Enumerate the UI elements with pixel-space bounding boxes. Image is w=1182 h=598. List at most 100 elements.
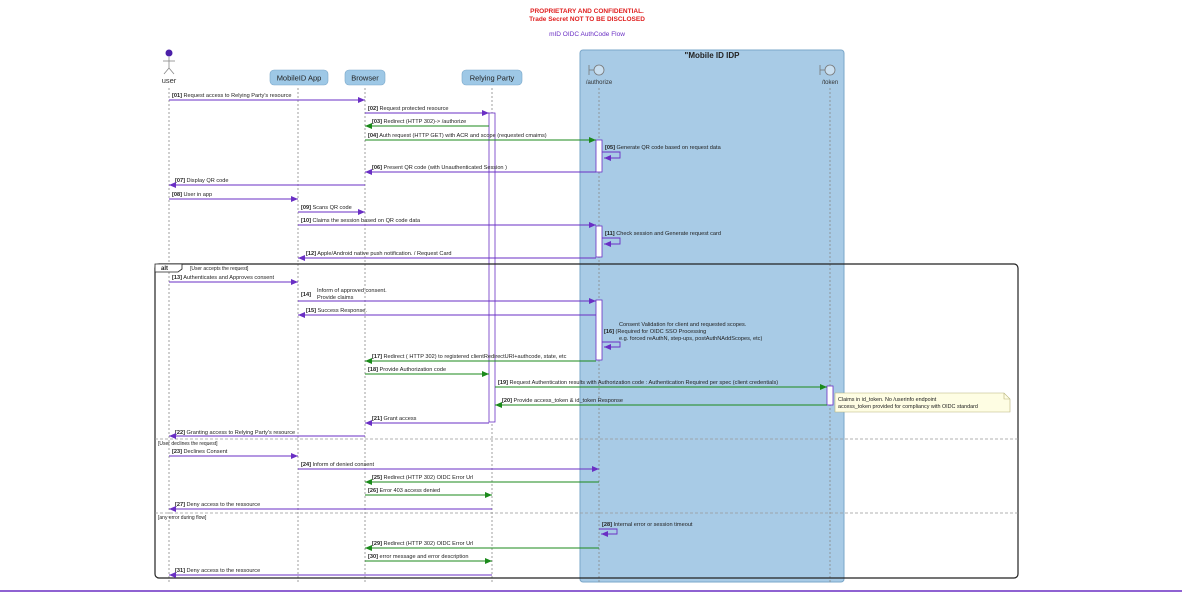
svg-text:[27] Deny access to the ressou: [27] Deny access to the ressource [175, 502, 260, 508]
alt-guard-accept: [User accepts the request] [190, 266, 249, 272]
message-16: Consent Validation for client and reques… [602, 322, 762, 350]
svg-text:Consent Validation for client: Consent Validation for client and reques… [619, 322, 747, 328]
svg-text:[07] Display QR code: [07] Display QR code [175, 178, 229, 184]
svg-text:[22] Granting access to Relyin: [22] Granting access to Relying Party's … [175, 430, 295, 436]
message-02: [02] Request protected resource [365, 106, 489, 116]
message-15: [15] Success Response. [298, 308, 596, 318]
svg-text:e.g. forced reAuthN, step-ups,: e.g. forced reAuthN, step-ups, postAuthN… [619, 336, 762, 342]
svg-text:[04] Auth request (HTTP GET) w: [04] Auth request (HTTP GET) with ACR an… [368, 133, 547, 139]
svg-text:[29] Redirect (HTTP 302) OIDC: [29] Redirect (HTTP 302) OIDC Error Url [372, 541, 473, 547]
svg-text:[03] Redirect (HTTP 302)-> /au: [03] Redirect (HTTP 302)-> /authorize [372, 119, 466, 125]
activation-token [826, 385, 834, 406]
confidential-line-1: PROPRIETARY AND CONFIDENTIAL. [530, 8, 644, 15]
message-31: [31] Deny access to the ressource [169, 568, 492, 578]
actor-head-icon [165, 49, 173, 57]
message-17: [17] Redirect ( HTTP 302) to registered … [365, 354, 596, 364]
participant-authorize-label: /authorize [586, 80, 613, 86]
svg-text:[30] error message and error d: [30] error message and error description [368, 554, 468, 560]
message-27: [27] Deny access to the ressource [169, 502, 492, 512]
message-06: [06] Present QR code (with Unauthenticat… [365, 165, 596, 175]
participant-user-label: user [162, 76, 177, 85]
message-05: [05] Generate QR code based on request d… [602, 145, 722, 161]
svg-text:[26] Error 403 access denied: [26] Error 403 access denied [368, 488, 440, 494]
svg-text:Inform of approved consent.: Inform of approved consent. [317, 288, 387, 294]
svg-text:[20] Provide access_token & id: [20] Provide access_token & id_token Res… [502, 398, 623, 404]
alt-guard-decline: [User declines the request] [158, 441, 218, 447]
participant-browser-label: Browser [351, 74, 379, 83]
message-08: [08] User in app [169, 192, 298, 202]
participant-authorize: /authorize [586, 64, 613, 86]
svg-text:[01] Request access to Relying: [01] Request access to Relying Party's r… [172, 93, 292, 99]
message-01: [01] Request access to Relying Party's r… [169, 93, 365, 103]
diagram-title: mID OIDC AuthCode Flow [549, 31, 625, 38]
svg-text:[11] Check session and Generat: [11] Check session and Generate request … [605, 231, 721, 237]
message-23: [23] Declines Consent [169, 449, 298, 459]
svg-text:[06] Present QR code (with Una: [06] Present QR code (with Unauthenticat… [372, 165, 507, 171]
message-30: [30] error message and error description [365, 554, 492, 564]
idp-box [579, 49, 845, 583]
alt-label: alt [161, 266, 168, 272]
message-04: [04] Auth request (HTTP GET) with ACR an… [365, 133, 596, 143]
svg-text:[24] Inform of denied consent: [24] Inform of denied consent [301, 462, 375, 468]
svg-text:[05] Generate QR code based on: [05] Generate QR code based on request d… [605, 145, 722, 151]
svg-text:[09] Scans QR code: [09] Scans QR code [301, 205, 352, 211]
svg-text:[08] User in app: [08] User in app [172, 192, 212, 198]
message-10: [10] Claims the session based on QR code… [298, 218, 596, 228]
note-line-1: Claims in id_token. No /userinfo endpoin… [838, 397, 937, 403]
message-29: [29] Redirect (HTTP 302) OIDC Error Url [365, 541, 599, 551]
svg-text:[12] Apple/Android native push: [12] Apple/Android native push notificat… [306, 251, 452, 257]
message-25: [25] Redirect (HTTP 302) OIDC Error Url [365, 475, 599, 485]
activations [488, 112, 834, 423]
message-24: [24] Inform of denied consent [298, 462, 599, 472]
alt-guard-error: [any error during flow] [158, 515, 207, 521]
svg-text:Provide claims: Provide claims [317, 295, 354, 301]
note-line-2: access_token provided for compliancy wit… [838, 404, 978, 410]
participant-browser: Browser [344, 69, 386, 86]
svg-text:[13] Authenticates and Approve: [13] Authenticates and Approves consent [172, 275, 274, 281]
message-14: [14] Inform of approved consent. Provide… [298, 288, 596, 304]
participant-user: user [162, 49, 177, 85]
idp-box-title: "Mobile ID IDP [685, 51, 741, 60]
message-21: [21] Grant access [365, 416, 489, 426]
svg-text:[19] Request Authentication re: [19] Request Authentication results with… [498, 380, 778, 386]
svg-text:[25] Redirect (HTTP 302) OIDC: [25] Redirect (HTTP 302) OIDC Error Url [372, 475, 473, 481]
participant-token-label: /token [822, 80, 838, 86]
activation-authorize-1 [595, 139, 603, 173]
svg-text:[18] Provide Authorization cod: [18] Provide Authorization code [368, 367, 446, 373]
message-19: [19] Request Authentication results with… [495, 380, 827, 390]
messages: [01] Request access to Relying Party's r… [169, 93, 1011, 578]
participant-rp-label: Relying Party [470, 74, 515, 83]
svg-text:[23] Declines Consent: [23] Declines Consent [172, 449, 228, 455]
message-09: [09] Scans QR code [298, 205, 365, 215]
participant-mobileid-label: MobileID App [277, 74, 322, 83]
confidential-line-2: Trade Secret NOT TO BE DISCLOSED [529, 16, 645, 23]
participant-mobileid: MobileID App [269, 69, 329, 86]
activation-rp [488, 112, 496, 423]
note-token: Claims in id_token. No /userinfo endpoin… [834, 392, 1011, 413]
participant-rp: Relying Party [461, 69, 523, 86]
message-22: [22] Granting access to Relying Party's … [169, 430, 365, 439]
svg-text:[16] (Required for OIDC SSO Pr: [16] (Required for OIDC SSO Processing [604, 329, 706, 335]
message-18: [18] Provide Authorization code [365, 367, 489, 377]
activation-authorize-2 [595, 225, 603, 258]
svg-text:[31] Deny access to the ressou: [31] Deny access to the ressource [175, 568, 260, 574]
svg-text:[10] Claims the session based: [10] Claims the session based on QR code… [301, 218, 421, 224]
activation-authorize-3 [595, 299, 603, 361]
message-26: [26] Error 403 access denied [365, 488, 492, 498]
svg-text:[17] Redirect ( HTTP 302) to r: [17] Redirect ( HTTP 302) to registered … [372, 354, 567, 360]
participant-token: /token [819, 64, 838, 86]
message-20: [20] Provide access_token & id_token Res… [495, 398, 827, 408]
svg-text:[02] Request protected resourc: [02] Request protected resource [368, 106, 449, 112]
svg-text:[15] Success Response.: [15] Success Response. [306, 308, 367, 314]
message-12: [12] Apple/Android native push notificat… [298, 251, 596, 261]
message-13: [13] Authenticates and Approves consent [169, 275, 298, 285]
message-28: [28] Internal error or session timeout [599, 522, 693, 537]
message-07: [07] Display QR code [169, 178, 365, 188]
message-03: [03] Redirect (HTTP 302)-> /authorize [365, 119, 489, 129]
svg-text:[14]: [14] [301, 292, 311, 298]
svg-text:[21] Grant access: [21] Grant access [372, 416, 417, 422]
svg-text:[28] Internal error or session: [28] Internal error or session timeout [602, 522, 693, 528]
message-11: [11] Check session and Generate request … [602, 231, 721, 247]
